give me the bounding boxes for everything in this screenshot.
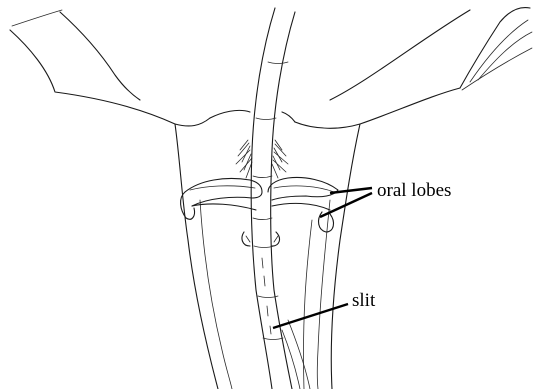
- left-oral-lobe-outer: [185, 179, 262, 207]
- right-arm-upper-edge: [330, 10, 470, 100]
- right-arm-tip-outer: [460, 8, 530, 88]
- mouth-knob-shade: [246, 236, 278, 242]
- right-arm-outline: [295, 88, 460, 128]
- tube-slit-dashes: [262, 258, 271, 334]
- oral-lobes-label: oral lobes: [377, 180, 451, 201]
- right-arm-tip-stripe-1: [470, 20, 528, 82]
- central-dome: [210, 110, 250, 118]
- right-oral-lobe-fold: [274, 186, 334, 192]
- trunk-left-outer: [175, 124, 218, 389]
- left-arm-outer-edge: [60, 12, 140, 100]
- right-oral-lobe-inner: [272, 203, 330, 210]
- slit-label: slit: [352, 290, 376, 311]
- lower-strand-1: [282, 330, 300, 389]
- trunk-right-outer: [331, 124, 360, 389]
- left-arm-inner-edge: [12, 10, 62, 26]
- tube-left-edge: [251, 8, 275, 389]
- oral-lobes-leader-lower: [320, 193, 372, 217]
- bristles: [236, 140, 288, 178]
- lower-strand-2: [288, 320, 310, 389]
- left-arm-outline: [10, 30, 210, 126]
- left-oral-lobe-inner: [192, 204, 256, 210]
- trunk-left-inner: [200, 200, 232, 389]
- trunk-right-inner-2: [303, 220, 312, 389]
- slit-leader: [273, 304, 348, 328]
- central-dome-right: [282, 112, 295, 122]
- right-oral-lobe-outer: [268, 178, 338, 201]
- trunk-right-inner: [317, 200, 330, 389]
- left-oral-lobe-fold: [190, 186, 255, 190]
- right-arm-tip-stripe-3: [462, 48, 532, 90]
